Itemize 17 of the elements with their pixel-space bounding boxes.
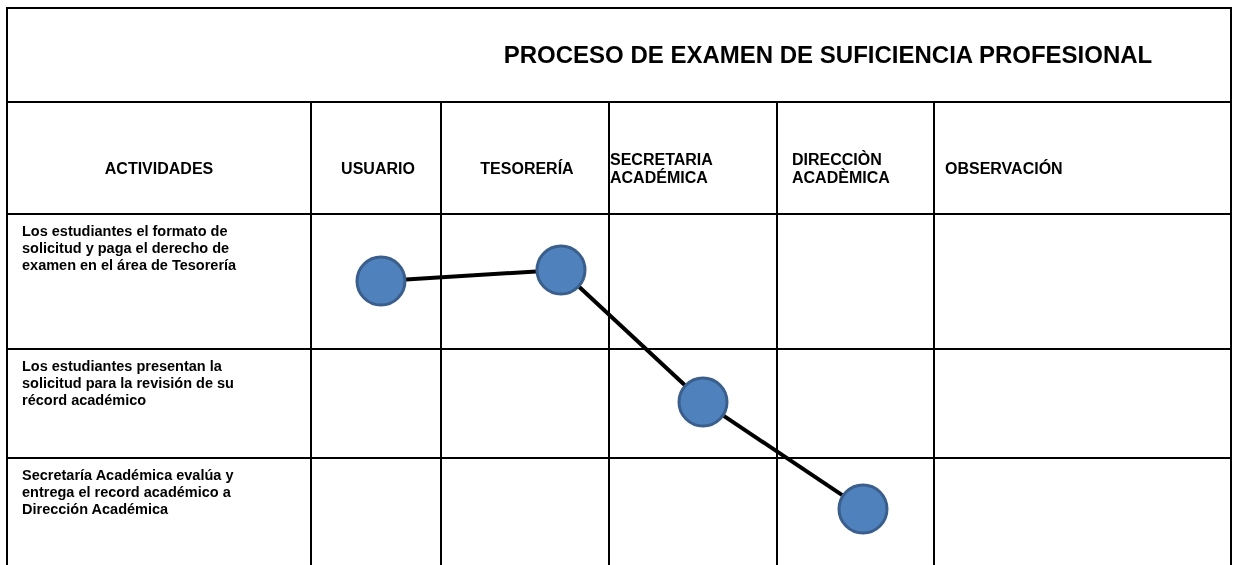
column-header: SECRETARIA ACADÉMICA (610, 151, 714, 187)
activity-text: Los estudiantes presentan la solicitud para la revisión de su récord académico (22, 358, 235, 409)
connector-line (577, 285, 687, 387)
connector-line (405, 269, 537, 282)
column-header: USUARIO (341, 160, 415, 178)
column-header: OBSERVACIÓN (945, 160, 1063, 178)
step-circle (355, 255, 407, 307)
activity-text: Secretaría Académica evalúa y entrega el record académico a Dirección Académica (22, 467, 235, 518)
column-header: TESORERÍA (480, 160, 574, 178)
table-title: PROCESO DE EXAMEN DE SUFICIENCIA PROFESIONAL (502, 42, 1154, 68)
step-circle (535, 244, 587, 296)
connector-line (722, 414, 844, 497)
column-header: ACTIVIDADES (104, 160, 214, 178)
column-header: DIRECCIÒN ACADÈMICA (792, 151, 891, 187)
step-circle (837, 483, 889, 535)
step-circle (677, 376, 729, 428)
activity-text: Los estudiantes el formato de solicitud y paga el derecho de examen en el área de Tesorería (22, 223, 238, 274)
